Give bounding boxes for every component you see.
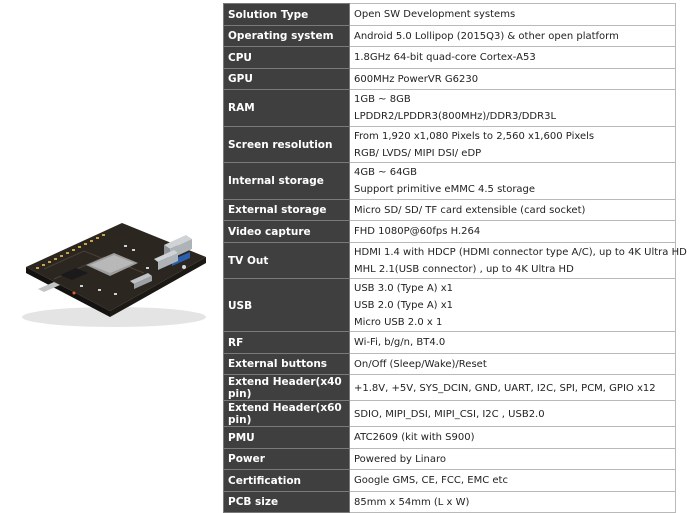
spec-table-body: Solution Type Open SW Development systems… — [223, 3, 687, 513]
spec-value: 1.8GHz 64-bit quad-core Cortex-A53 — [349, 46, 676, 69]
spec-value-line: MHL 2.1(USB connector) , up to 4K Ultra … — [354, 263, 574, 275]
spec-row: External buttons On/Off (Sleep/Wake)/Rese… — [223, 352, 676, 375]
spec-value-line: Open SW Development systems — [354, 9, 516, 21]
spec-label: CPU — [223, 46, 350, 69]
spec-value: Google GMS, CE, FCC, EMC etc — [349, 469, 676, 492]
spec-value: On/Off (Sleep/Wake)/Reset — [349, 352, 676, 375]
spec-label: Certification — [223, 469, 350, 492]
spec-value: 600MHz PowerVR G6230 — [349, 67, 676, 90]
spec-value: Micro SD/ SD/ TF card extensible (card s… — [349, 198, 676, 221]
spec-value-line: RGB/ LVDS/ MIPI DSI/ eDP — [354, 147, 482, 159]
spec-row: PCB size 85mm x 54mm (L x W) — [223, 490, 676, 513]
spec-label: Extend Header(x40 pin) — [223, 374, 350, 401]
spec-value-line: FHD 1080P@60fps H.264 — [354, 226, 481, 238]
spec-value-line: 85mm x 54mm (L x W) — [354, 496, 470, 508]
spec-row: Extend Header(x40 pin) +1.8V, +5V, SYS_DC… — [223, 374, 676, 401]
spec-row: Internal storage 4GB ~ 64GB Support primit… — [223, 162, 676, 200]
board-photo — [14, 205, 214, 330]
spec-value-line: ATC2609 (kit with S900) — [354, 432, 475, 444]
spec-row: Power Powered by Linaro — [223, 447, 676, 470]
spec-value-line: 600MHz PowerVR G6230 — [354, 73, 479, 85]
dev-board-image — [22, 223, 206, 327]
spec-label: Extend Header(x60 pin) — [223, 400, 350, 427]
spec-value-line: +1.8V, +5V, SYS_DCIN, GND, UART, I2C, SP… — [354, 382, 656, 394]
spec-value-line: HDMI 1.4 with HDCP (HDMI connector type … — [354, 246, 687, 258]
spec-value: FHD 1080P@60fps H.264 — [349, 220, 676, 243]
spec-label: PCB size — [223, 490, 350, 513]
spec-row: Screen resolution From 1,920 x1,080 Pixel… — [223, 125, 676, 163]
spec-label: TV Out — [223, 241, 350, 279]
spec-label: Screen resolution — [223, 125, 350, 163]
spec-value-line: On/Off (Sleep/Wake)/Reset — [354, 358, 487, 370]
spec-value: 4GB ~ 64GB Support primitive eMMC 4.5 sto… — [349, 162, 676, 200]
spec-value-line: 1.8GHz 64-bit quad-core Cortex-A53 — [354, 52, 536, 64]
spec-value: From 1,920 x1,080 Pixels to 2,560 x1,600… — [349, 125, 676, 163]
spec-value-line: LPDDR2/LPDDR3(800MHz)/DDR3/DDR3L — [354, 111, 557, 123]
spec-row: GPU 600MHz PowerVR G6230 — [223, 67, 676, 90]
spec-value-line: Powered by Linaro — [354, 453, 446, 465]
spec-value-line: Micro SD/ SD/ TF card extensible (card s… — [354, 204, 586, 216]
spec-label: RAM — [223, 89, 350, 127]
spec-value-line: Support primitive eMMC 4.5 storage — [354, 184, 536, 196]
spec-row: External storage Micro SD/ SD/ TF card ex… — [223, 198, 676, 221]
spec-value-line: From 1,920 x1,080 Pixels to 2,560 x1,600… — [354, 130, 595, 142]
spec-value-line: Google GMS, CE, FCC, EMC etc — [354, 475, 508, 487]
spec-label: PMU — [223, 426, 350, 449]
spec-value: 1GB ~ 8GB LPDDR2/LPDDR3(800MHz)/DDR3/DDR3… — [349, 89, 676, 127]
spec-value: ATC2609 (kit with S900) — [349, 426, 676, 449]
spec-value: USB 3.0 (Type A) x1 USB 2.0 (Type A) x1 Mi… — [349, 278, 676, 332]
spec-label: GPU — [223, 67, 350, 90]
spec-table: Solution Type Open SW Development systems… — [223, 3, 687, 513]
spec-value: HDMI 1.4 with HDCP (HDMI connector type … — [349, 241, 687, 279]
spec-row: PMU ATC2609 (kit with S900) — [223, 426, 676, 449]
spec-label: Video capture — [223, 220, 350, 243]
spec-row: Operating system Android 5.0 Lollipop (20… — [223, 24, 676, 47]
spec-row: RAM 1GB ~ 8GB LPDDR2/LPDDR3(800MHz)/DDR3/D… — [223, 89, 676, 127]
spec-row: RF Wi-Fi, b/g/n, BT4.0 — [223, 331, 676, 354]
spec-value-line: USB 3.0 (Type A) x1 — [354, 283, 454, 294]
spec-value-line: Micro USB 2.0 x 1 — [354, 317, 443, 328]
spec-value-line: Android 5.0 Lollipop (2015Q3) & other op… — [354, 30, 619, 42]
spec-value-line: SDIO, MIPI_DSI, MIPI_CSI, I2C , USB2.0 — [354, 408, 545, 420]
spec-value: SDIO, MIPI_DSI, MIPI_CSI, I2C , USB2.0 — [349, 400, 676, 427]
spec-value-line: 1GB ~ 8GB — [354, 94, 411, 106]
spec-label: Power — [223, 447, 350, 470]
spec-row: Extend Header(x60 pin) SDIO, MIPI_DSI, MI… — [223, 400, 676, 427]
spec-row: Solution Type Open SW Development systems — [223, 3, 676, 26]
spec-label: Solution Type — [223, 3, 350, 26]
spec-label: Internal storage — [223, 162, 350, 200]
spec-value: Open SW Development systems — [349, 3, 676, 26]
spec-value: Android 5.0 Lollipop (2015Q3) & other op… — [349, 24, 676, 47]
spec-value-line: USB 2.0 (Type A) x1 — [354, 300, 454, 311]
spec-row: Video capture FHD 1080P@60fps H.264 — [223, 220, 676, 243]
spec-row: USB USB 3.0 (Type A) x1 USB 2.0 (Type A) x… — [223, 278, 676, 332]
spec-label: External buttons — [223, 352, 350, 375]
spec-value-line: Wi-Fi, b/g/n, BT4.0 — [354, 337, 446, 349]
spec-value: 85mm x 54mm (L x W) — [349, 490, 676, 513]
spec-label: RF — [223, 331, 350, 354]
spec-row: TV Out HDMI 1.4 with HDCP (HDMI connector… — [223, 241, 687, 279]
spec-label: External storage — [223, 198, 350, 221]
spec-label: USB — [223, 278, 350, 332]
spec-value: +1.8V, +5V, SYS_DCIN, GND, UART, I2C, SP… — [349, 374, 676, 401]
spec-row: Certification Google GMS, CE, FCC, EMC et… — [223, 469, 676, 492]
spec-value-line: 4GB ~ 64GB — [354, 167, 418, 179]
spec-row: CPU 1.8GHz 64-bit quad-core Cortex-A53 — [223, 46, 676, 69]
spec-value: Wi-Fi, b/g/n, BT4.0 — [349, 331, 676, 354]
spec-value: Powered by Linaro — [349, 447, 676, 470]
spec-label: Operating system — [223, 24, 350, 47]
